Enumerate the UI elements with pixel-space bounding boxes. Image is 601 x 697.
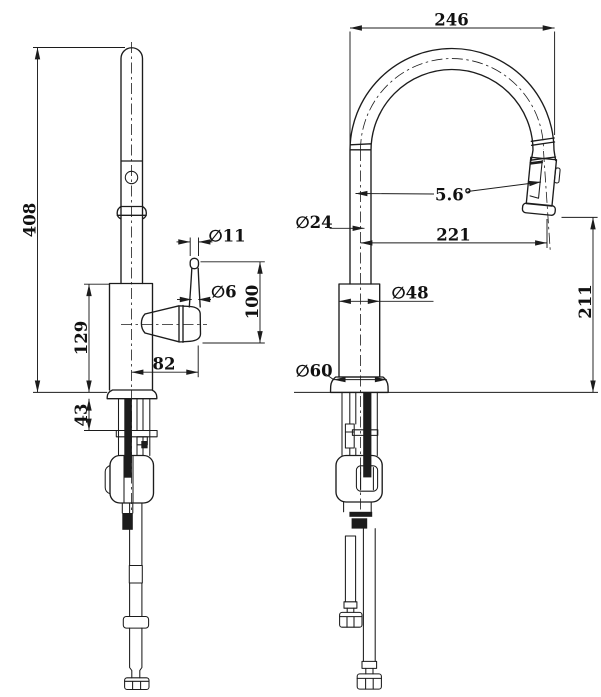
weight-side-tab: [104, 464, 111, 495]
dim-value: 82: [153, 355, 176, 374]
dim-knob-diameter: ∅11: [176, 227, 246, 256]
hose-cross-pin: [122, 615, 150, 629]
side-base-flange: [106, 389, 158, 400]
nozzle-centerline: [543, 150, 551, 251]
dim-shank-length: 43: [72, 398, 117, 431]
dim-spout-span: 246: [349, 11, 556, 146]
dim-outlet-reach: 82: [131, 345, 199, 378]
dim-value: ∅24: [296, 213, 333, 232]
spray-mode-button: [124, 170, 139, 185]
fitting-seal-block: [351, 518, 368, 529]
side-hose-weight: [109, 454, 155, 504]
weight-window-lines: [360, 466, 374, 491]
front-threaded-rod: [363, 392, 372, 478]
dim-spout-reach: 221: [360, 219, 548, 248]
gooseneck-outline: [349, 47, 557, 285]
fitting-sides: [343, 501, 372, 513]
side-body-outline: [108, 282, 154, 391]
dim-lever-diameter: ∅6: [177, 283, 237, 303]
handle-lever: [188, 267, 201, 308]
dim-ext-lines: [200, 261, 265, 344]
leader-right: [467, 180, 542, 192]
threaded-rod: [124, 398, 132, 478]
right-hose-joint: [361, 660, 378, 669]
hose-bracket: [344, 423, 355, 449]
dim-value: ∅11: [209, 227, 246, 246]
front-body-outline: [338, 283, 381, 378]
dim-value: 43: [72, 404, 91, 427]
left-supply-hose: [344, 535, 357, 613]
spout-tube-outline: [116, 47, 147, 285]
hose-joint: [128, 564, 143, 584]
fitting-seal-bar: [349, 511, 373, 517]
front-hose-weight: [335, 454, 383, 503]
side-hose-nut: [124, 677, 150, 691]
dim-value: 221: [436, 226, 470, 245]
dim-value: 129: [72, 321, 91, 355]
dim-ext-lines: [189, 237, 199, 256]
dim-ext-lines: [349, 31, 556, 146]
right-hose-nut: [356, 673, 382, 690]
dim-lever-height: 100: [200, 261, 265, 344]
spray-head-clip: [553, 167, 561, 184]
gooseneck-centerline: [360, 58, 544, 151]
washer-step-seal: [141, 441, 148, 449]
spray-head-cap: [521, 202, 557, 216]
right-supply-hose: [362, 528, 376, 675]
spray-head-inner-line: [529, 159, 543, 199]
dim-value: ∅6: [211, 283, 237, 302]
side-view: 408 129 43 82 ∅11: [21, 42, 265, 691]
mounting-washer: [115, 429, 158, 438]
left-hose-joint: [343, 601, 358, 609]
dim-nozzle-angle: 5.6°: [355, 180, 542, 205]
dim-overall-height: 408: [21, 47, 125, 393]
front-shank-lines: [341, 391, 378, 457]
left-hose-nut-facets: [339, 616, 363, 628]
dim-body-diameter: ∅48: [339, 284, 434, 305]
dim-spout-height: 211: [561, 216, 598, 393]
side-outlet-cone: [140, 304, 202, 343]
dim-value: ∅48: [392, 284, 429, 303]
dim-value: 408: [21, 203, 40, 237]
side-hose-nut-facets: [124, 680, 150, 691]
dim-value: 211: [576, 284, 595, 318]
dim-value: 5.6°: [435, 186, 472, 205]
dim-base-diameter: ∅60: [296, 362, 387, 383]
dim-tube-diameter: ∅24: [296, 213, 365, 232]
dim-ext-lines: [33, 47, 125, 393]
weight-window: [355, 465, 379, 492]
front-view: 246 5.6° ∅24 221 ∅48 ∅60: [294, 11, 598, 690]
hose-connector-seal: [122, 513, 133, 530]
dim-value: 246: [434, 11, 468, 30]
dim-value: 100: [243, 285, 262, 319]
right-hose-nut-facets: [356, 677, 382, 690]
side-hose-lines: [121, 502, 143, 679]
leader-left: [355, 190, 435, 197]
weight-inner-lines: [123, 454, 134, 504]
leader: [323, 372, 334, 380]
spray-head: [521, 156, 561, 216]
side-shank-lines: [117, 398, 151, 457]
dim-body-height: 129: [72, 283, 110, 393]
handle-knob: [189, 257, 200, 270]
left-hose-nut: [339, 611, 363, 628]
nozzle-joint-seal: [529, 160, 543, 165]
dim-value: ∅60: [296, 362, 333, 381]
